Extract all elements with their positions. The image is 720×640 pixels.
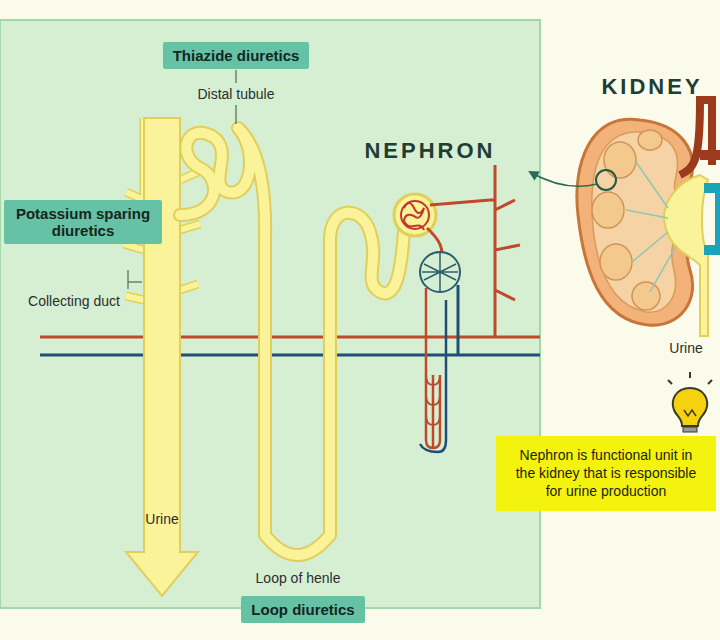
box-text: Loop diuretics	[251, 601, 354, 618]
vein-line	[40, 354, 540, 357]
heading-label: NEPHRON	[364, 138, 495, 164]
part-label: Collecting duct	[28, 293, 120, 309]
pointer-arrow	[530, 172, 597, 186]
box-text: Thiazide diuretics	[173, 47, 300, 64]
nephron-tubule	[180, 128, 404, 555]
collecting-duct	[124, 118, 200, 596]
part-label: Urine	[669, 340, 702, 356]
heading-label: KIDNEY	[601, 74, 702, 100]
kidney-illustration	[577, 100, 720, 336]
lightbulb-icon	[668, 372, 712, 432]
panel	[0, 20, 540, 608]
blood-vessels	[420, 165, 520, 452]
artery-line	[40, 336, 540, 339]
leader-lines	[128, 70, 236, 289]
drug-label-box: Loop diuretics	[241, 596, 364, 623]
box-text: Potassium sparing diuretics	[14, 205, 152, 239]
part-label: Distal tubule	[197, 86, 274, 102]
drug-label-box: Thiazide diuretics	[163, 42, 310, 69]
drug-label-box: Potassium sparing diuretics	[4, 200, 162, 244]
part-label: Loop of henle	[256, 570, 341, 586]
note-box: Nephron is functional unit in the kidney…	[496, 436, 716, 511]
box-text: Nephron is functional unit in the kidney…	[508, 446, 704, 501]
part-label: Urine	[145, 511, 178, 527]
